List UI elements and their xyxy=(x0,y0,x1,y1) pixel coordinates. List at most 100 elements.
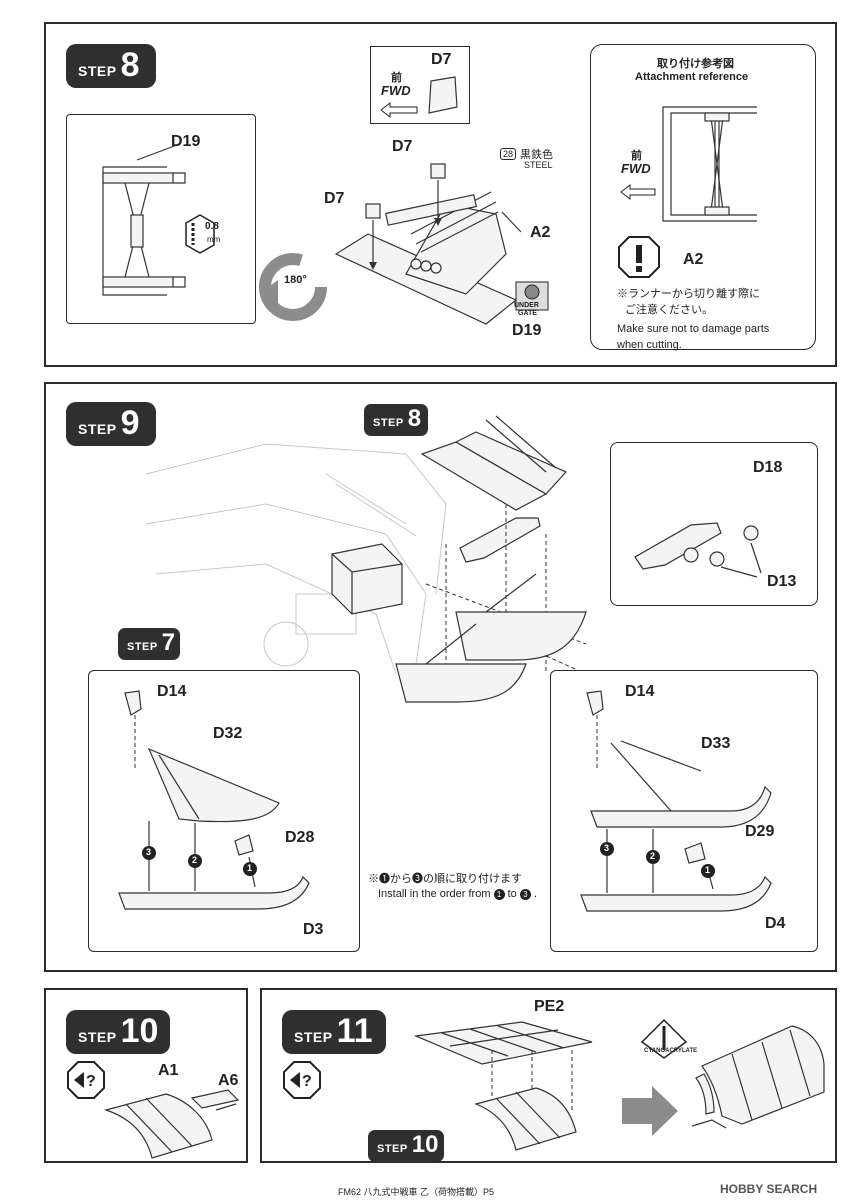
step-number: 11 xyxy=(336,1012,373,1050)
left-label-d14: D14 xyxy=(157,683,187,700)
result-arrow-icon xyxy=(622,1086,678,1136)
ref-title-jp: 取り付け参考図 xyxy=(657,58,734,70)
fwd-en: FWD xyxy=(381,83,411,98)
right-order-3: 3 xyxy=(604,843,610,853)
d19-detail-box: D19 0.8 mm xyxy=(66,114,256,324)
glue-icon xyxy=(640,1018,688,1059)
left-label-d28: D28 xyxy=(285,829,315,846)
paint-number: 28 xyxy=(500,148,517,160)
drill-size: 0.8 xyxy=(205,221,219,232)
ref-part-a2: A2 xyxy=(683,251,704,268)
d19-detail-label: D19 xyxy=(171,133,201,150)
drill-icon xyxy=(185,214,215,254)
page-footer: FM62 八九式中戦車 乙（荷物搭載）P5 xyxy=(338,1187,495,1197)
left-label-d32: D32 xyxy=(213,725,243,742)
order-note-end: . xyxy=(533,888,537,900)
ref-fwd-en: FWD xyxy=(621,161,651,176)
ref-title-en: Attachment reference xyxy=(635,71,749,83)
ref-fwd-jp: 前 xyxy=(631,150,642,162)
toolbox-drawing xyxy=(331,543,403,615)
label-a2: A2 xyxy=(530,224,551,241)
order-note-mid: to xyxy=(507,888,517,900)
fwd-arrow-icon xyxy=(380,101,418,119)
d18-detail-drawing xyxy=(634,522,762,578)
watermark: HOBBY SEARCH xyxy=(720,1182,818,1196)
step-number: 10 xyxy=(411,1131,439,1158)
rotate-arrow-icon xyxy=(259,253,327,321)
svg-text:?: ? xyxy=(302,1073,312,1090)
right-label-d29: D29 xyxy=(745,823,775,840)
label-d13: D13 xyxy=(767,573,797,590)
paint-name-jp: 黒鉄色 xyxy=(520,149,553,161)
step-number: 7 xyxy=(161,629,176,656)
step-number: 9 xyxy=(120,404,140,442)
label-a6: A6 xyxy=(218,1072,239,1089)
under-gate-1: UNDER xyxy=(514,302,539,309)
step-number: 8 xyxy=(407,405,422,432)
step-word: STEP xyxy=(78,1029,117,1045)
ref-frame-drawing xyxy=(662,106,757,222)
order-note-prefix: Install in the order from xyxy=(378,888,491,900)
order-note-first: 1 xyxy=(493,889,505,900)
step-word: STEP xyxy=(373,417,404,429)
right-label-d33: D33 xyxy=(701,735,731,752)
fwd-box-part: D7 xyxy=(431,51,452,68)
fwd-jp: 前 xyxy=(391,72,402,84)
step-word: STEP xyxy=(294,1029,333,1045)
caution-en-1: Make sure not to damage parts xyxy=(617,323,770,335)
fender-drawing xyxy=(474,1087,577,1151)
either-side-icon: ? xyxy=(283,1061,321,1099)
step-word: STEP xyxy=(78,63,117,79)
label-d7-left: D7 xyxy=(324,190,345,207)
either-side-icon: ? xyxy=(67,1061,105,1099)
step9-badge: STEP 9 xyxy=(66,402,156,446)
step-word: STEP xyxy=(127,641,158,653)
photo-etch-mesh xyxy=(413,1021,593,1065)
order-note-last: 3 xyxy=(519,889,531,900)
step8-panel: STEP 8 D19 0.8 mm 180° 前 FWD xyxy=(44,22,837,367)
label-d7-top: D7 xyxy=(392,138,413,155)
under-gate-2: GATE xyxy=(518,310,537,317)
fender-drawing xyxy=(103,1089,240,1159)
step7-ref-badge: STEP 7 xyxy=(118,628,180,660)
caution-en-2: when cutting. xyxy=(617,339,682,351)
label-pe2: PE2 xyxy=(534,998,565,1015)
order-note-en: Install in the order from 1 to 3 . xyxy=(378,888,537,900)
label-a1: A1 xyxy=(158,1062,179,1079)
drill-unit: mm xyxy=(207,235,221,244)
ref-fwd-arrow-icon xyxy=(620,183,656,201)
label-d19: D19 xyxy=(512,322,542,339)
svg-text:?: ? xyxy=(86,1073,96,1090)
order-note-jp: ※❶から❸の順に取り付けます xyxy=(368,873,522,885)
under-gate-icon xyxy=(515,281,549,311)
left-frame-drawing xyxy=(118,690,310,910)
step8-assembly xyxy=(334,163,522,325)
hull-ghost-drawing xyxy=(145,443,447,675)
step10-panel: STEP 10 ? A1 A6 xyxy=(44,988,248,1163)
label-d18: D18 xyxy=(753,459,783,476)
caution-icon xyxy=(618,236,660,278)
rotate-label: 180° xyxy=(284,274,307,286)
caution-jp-2: ご注意ください。 xyxy=(625,304,713,316)
step8-badge: STEP 8 xyxy=(66,44,156,88)
step10-badge: STEP 10 xyxy=(66,1010,170,1054)
right-order-1: 1 xyxy=(705,865,711,875)
paint-name-en: STEEL xyxy=(524,160,553,170)
left-order-1: 1 xyxy=(247,863,253,873)
right-frame-detail-box: D14 D33 D29 D4 3 2 1 xyxy=(550,670,818,952)
step11-panel: STEP 11 ? PE2 STEP 10 CYANOACRYLATE xyxy=(260,988,837,1163)
step10-ref-badge: STEP 10 xyxy=(368,1130,444,1162)
d19-frame-drawing xyxy=(102,144,186,296)
attachment-reference-box: 取り付け参考図 Attachment reference 前 FWD A2 ※ラ… xyxy=(590,44,816,351)
right-label-d14: D14 xyxy=(625,683,655,700)
glue-label: CYANOACRYLATE xyxy=(644,1048,698,1054)
left-order-2: 2 xyxy=(192,855,198,865)
side-frames xyxy=(395,573,587,703)
finished-fender-drawing xyxy=(691,1025,825,1129)
step11-badge: STEP 11 xyxy=(282,1010,386,1054)
d18-part xyxy=(459,517,541,563)
left-label-d3: D3 xyxy=(303,921,324,938)
right-frame-drawing xyxy=(580,690,772,912)
caution-jp-1: ※ランナーから切り離す際に xyxy=(617,288,760,300)
left-order-3: 3 xyxy=(146,847,152,857)
